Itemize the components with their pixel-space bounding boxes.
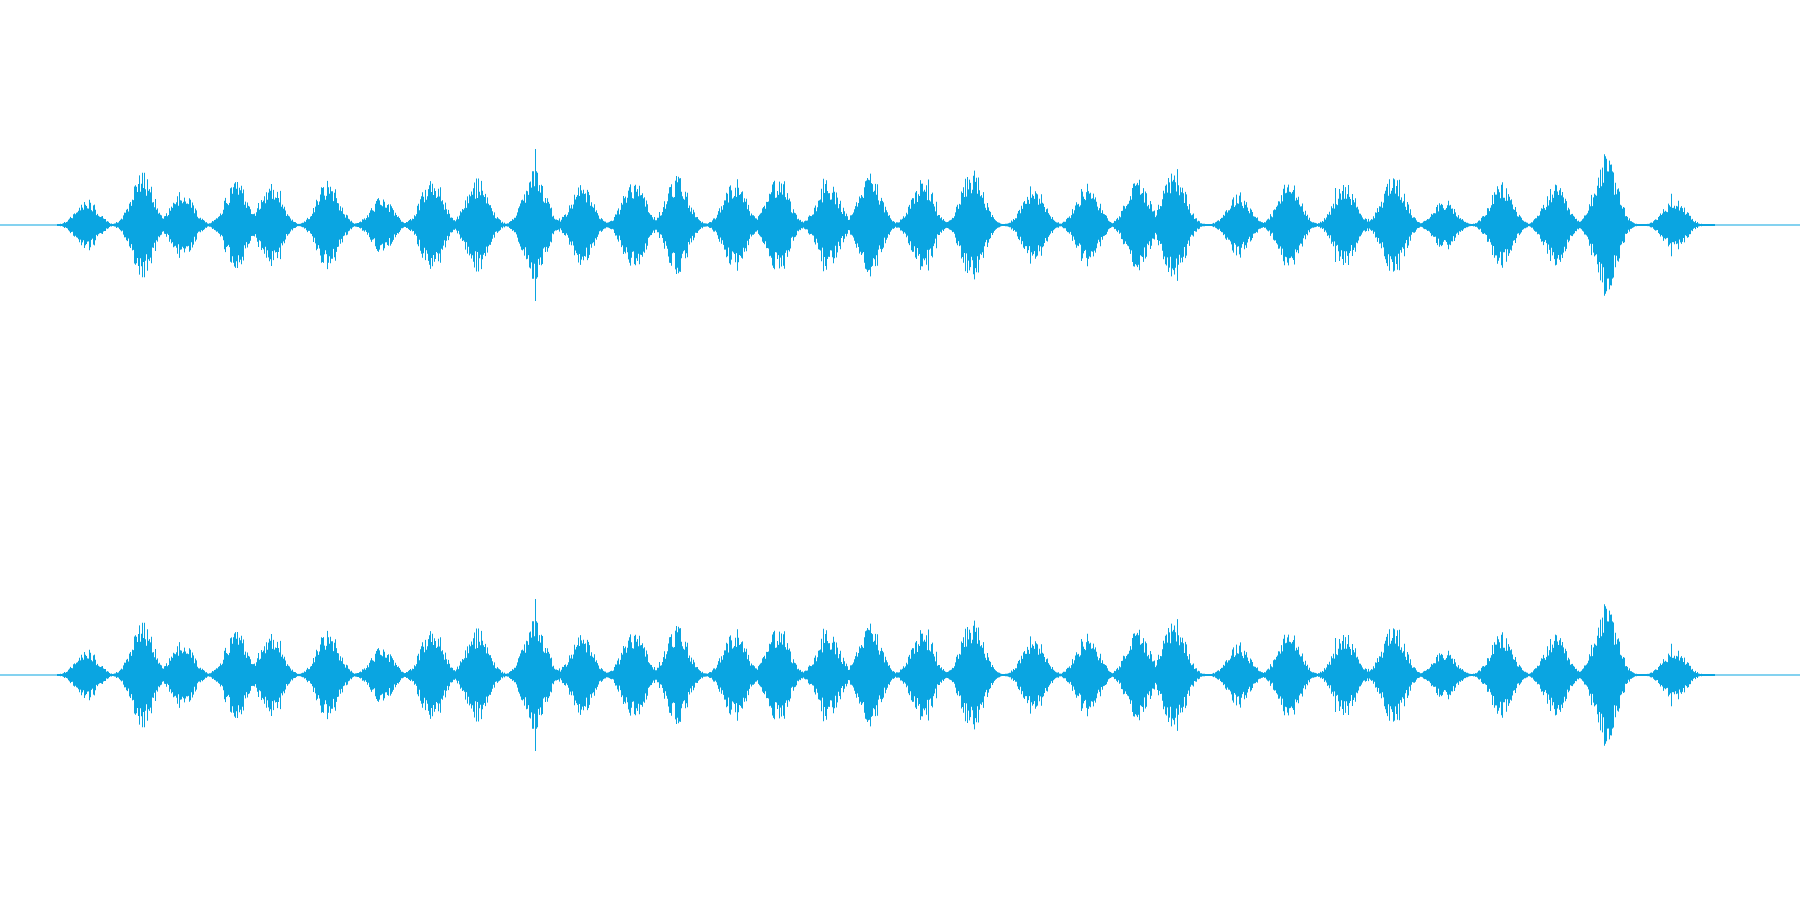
waveform-signal [57,599,1715,751]
waveform-channel-left [0,149,1800,301]
waveform-channel-right [0,599,1800,751]
waveform-signal [57,149,1715,301]
